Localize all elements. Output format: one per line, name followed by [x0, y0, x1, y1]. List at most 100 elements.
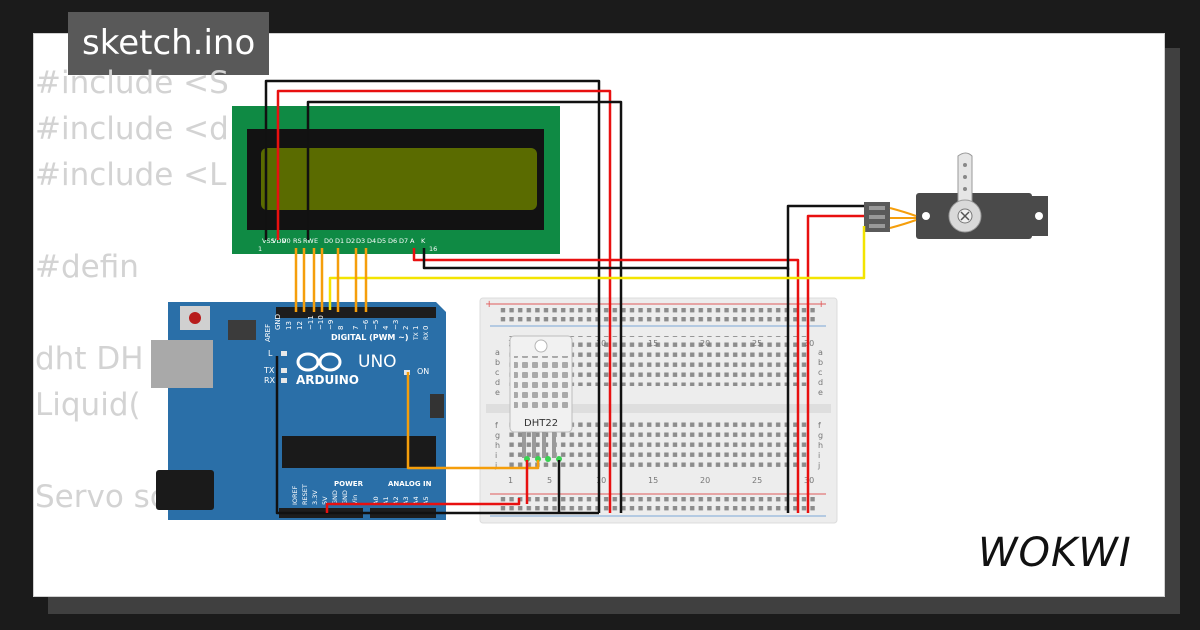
wire-black	[786, 204, 864, 270]
bb-row-letter: a	[495, 348, 500, 357]
bb-row-letter: d	[818, 378, 823, 387]
bb-col-number: 10	[596, 339, 606, 348]
lcd-pin-label: D5	[377, 237, 386, 245]
wire-black	[422, 248, 790, 513]
lcd-pin-label: D2	[346, 237, 355, 245]
arduino-logo-icon	[296, 352, 342, 372]
wire-red	[325, 498, 521, 513]
digital-pin-label: 12	[296, 321, 304, 330]
lcd-pin-label: D0	[324, 237, 333, 245]
lcd-1602[interactable]: 1 16 VSS VDD V0 RS RW E D0 D1 D2 D3 D4 D…	[232, 106, 560, 254]
power-pin-label: Vin	[351, 495, 359, 505]
bb-row-letter: e	[818, 388, 823, 397]
power-pin-label: GND	[331, 490, 339, 505]
power-header-label: POWER	[334, 480, 364, 488]
wire-orange	[889, 207, 917, 229]
lcd-pin-number: 1	[258, 245, 262, 253]
code-line: #defin	[35, 249, 139, 285]
bb-col-number: 1	[508, 476, 513, 485]
dht22-sensor[interactable]: DHT22	[509, 335, 573, 462]
bb-row-letter: j	[494, 461, 497, 470]
lcd-pin-number: 16	[429, 245, 437, 253]
digital-pin-label: 13	[285, 321, 293, 330]
lcd-pin-label: RS	[293, 237, 302, 245]
wires	[264, 79, 917, 515]
lcd-pin-label: VSS	[262, 237, 275, 245]
bb-row-letter: i	[818, 451, 820, 460]
analog-pin-label: A0	[372, 496, 380, 505]
sensor-label: DHT22	[524, 418, 558, 429]
bb-row-letter: d	[495, 378, 500, 387]
lcd-pin-label: D7	[399, 237, 408, 245]
bb-row-letter: i	[495, 451, 497, 460]
digital-pin-label: ~11	[307, 315, 315, 330]
bb-col-number: 25	[752, 476, 762, 485]
lcd-pin-label: RW	[303, 237, 314, 245]
digital-pin-label: 0	[422, 326, 430, 330]
bb-row-letter: h	[495, 441, 500, 450]
bb-row-letter: e	[495, 388, 500, 397]
bb-col-number: 5	[547, 476, 552, 485]
bb-col-number: 15	[648, 339, 658, 348]
power-pin-label: IOREF	[291, 485, 299, 505]
wire-black	[275, 356, 599, 515]
wire-red	[806, 214, 864, 513]
board-tx-label: TX	[263, 366, 275, 375]
digital-pin-label: ~6	[362, 319, 370, 330]
analog-pin-label: A3	[402, 496, 410, 505]
wokwi-logo-text: WOKWI	[978, 530, 1132, 576]
lcd-pin-label: VDD	[272, 237, 286, 245]
board-aref-label: AREF	[264, 324, 272, 342]
digital-pin-label: 8	[337, 326, 345, 330]
power-pin-label: GND	[341, 490, 349, 505]
lcd-pin-label: E	[314, 237, 318, 245]
bb-col-number: 15	[648, 476, 658, 485]
board-tx-small-label: TX	[413, 332, 420, 341]
bb-row-letter: f	[818, 421, 821, 430]
bb-row-letter: f	[495, 421, 498, 430]
wokwi-logo[interactable]: WOKWI	[978, 528, 1148, 576]
power-pin-label: 5V	[321, 496, 329, 505]
code-line: #include <S	[35, 65, 229, 101]
board-on-label: ON	[417, 367, 429, 376]
bb-col-number: 10	[596, 476, 606, 485]
bb-row-letter: b	[495, 358, 500, 367]
bb-row-letter: a	[818, 348, 823, 357]
bb-col-number: 25	[752, 339, 762, 348]
power-pin-label: RESET	[301, 484, 309, 505]
bb-row-letter: c	[495, 368, 499, 377]
code-line: dht DH	[35, 341, 144, 377]
bb-row-letter: j	[817, 461, 820, 470]
arduino-uno[interactable]: AREF GND 13 12 ~11 ~10 ~9 8 7 ~6 ~5 4 ~3…	[151, 302, 446, 520]
board-rx-small-label: RX	[423, 332, 430, 340]
lcd-pin-label: D4	[367, 237, 376, 245]
wire-orange	[406, 372, 540, 470]
digital-pin-label: 2	[402, 326, 410, 330]
lcd-pin-label: K	[421, 237, 426, 245]
board-model: UNO	[358, 352, 397, 372]
digital-pin-label: 1	[412, 326, 420, 330]
power-pin-label: 3.3V	[311, 490, 319, 505]
digital-pin-label: ~5	[372, 320, 380, 330]
code-line: #include <d	[35, 111, 229, 147]
breadboard-plus: +	[485, 299, 493, 310]
filename-tab[interactable]: sketch.ino	[68, 12, 270, 75]
bb-row-letter: g	[818, 431, 823, 440]
lcd-pin-label: D3	[356, 237, 365, 245]
analog-pin-label: A4	[412, 496, 420, 505]
breadboard-plus: +	[817, 299, 825, 310]
digital-pin-label: 7	[352, 326, 360, 330]
analog-header-label: ANALOG IN	[388, 480, 432, 488]
board-brand: ARDUINO	[296, 373, 359, 387]
wire-red	[276, 89, 612, 513]
bb-row-letter: g	[495, 431, 500, 440]
code-line: #include <L	[35, 157, 227, 193]
analog-pin-label: A5	[422, 496, 430, 505]
servo-motor[interactable]	[864, 152, 1048, 239]
lcd-pin-label: V0	[282, 237, 291, 245]
board-rx-label: RX	[264, 376, 276, 385]
lcd-pin-label: A	[410, 237, 415, 245]
wire-yellow	[328, 226, 866, 310]
digital-pin-label: ~10	[317, 315, 325, 330]
